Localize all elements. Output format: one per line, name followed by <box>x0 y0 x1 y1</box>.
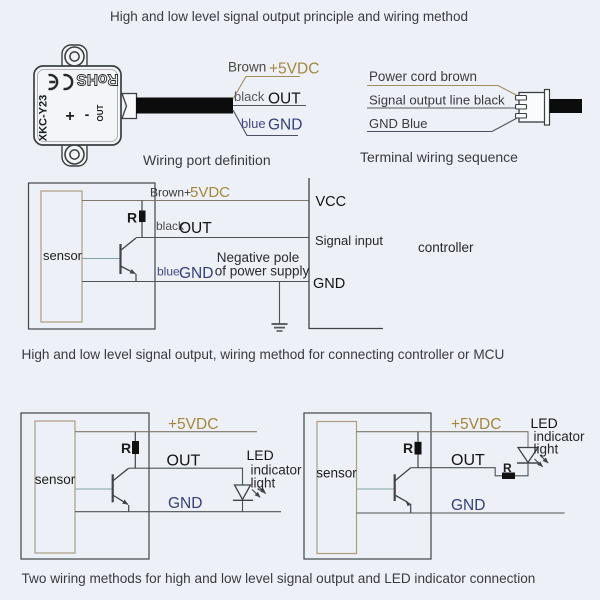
svg-text:R: R <box>121 440 131 456</box>
svg-text:GND Blue: GND Blue <box>369 116 428 131</box>
svg-text:Signal input: Signal input <box>315 233 383 248</box>
svg-text:R: R <box>127 210 137 226</box>
svg-text:of power supply: of power supply <box>215 264 310 279</box>
svg-text:OUT: OUT <box>179 220 212 237</box>
svg-text:Terminal wiring sequence: Terminal wiring sequence <box>360 149 518 165</box>
svg-text:controller: controller <box>418 240 474 255</box>
svg-text:GND: GND <box>168 495 202 512</box>
svg-text:OUT: OUT <box>451 452 485 469</box>
svg-text:Wiring port definition: Wiring port definition <box>143 152 271 168</box>
svg-text:GND: GND <box>268 117 302 134</box>
svg-text:indicator: indicator <box>534 429 586 444</box>
svg-text:Brown: Brown <box>228 60 266 75</box>
svg-text:+: + <box>65 108 74 125</box>
svg-text:OUT: OUT <box>167 453 201 470</box>
svg-text:+5VDC: +5VDC <box>269 61 319 78</box>
svg-text:R: R <box>503 461 512 475</box>
svg-text:black: black <box>156 219 185 233</box>
svg-text:VCC: VCC <box>316 194 347 210</box>
svg-text:XKC-Y23: XKC-Y23 <box>38 95 50 141</box>
svg-text:5VDC: 5VDC <box>190 184 230 201</box>
svg-text:GND: GND <box>313 276 345 292</box>
svg-text:sensor: sensor <box>316 466 357 481</box>
svg-text:Signal output line black: Signal output line black <box>369 93 505 108</box>
svg-text:sensor: sensor <box>43 248 83 263</box>
svg-text:sensor: sensor <box>35 472 76 487</box>
svg-text:R: R <box>403 440 413 456</box>
svg-text:blue: blue <box>157 265 180 279</box>
svg-text:blue: blue <box>241 116 266 131</box>
svg-text:light: light <box>251 476 276 491</box>
svg-text:-: - <box>85 106 90 122</box>
svg-text:High and low level signal outp: High and low level signal output princip… <box>110 9 468 24</box>
svg-text:GND: GND <box>179 265 213 282</box>
svg-text:Power cord brown: Power cord brown <box>369 69 477 84</box>
svg-text:LED: LED <box>531 415 558 431</box>
svg-text:indicator: indicator <box>251 463 303 478</box>
svg-text:GND: GND <box>451 497 485 514</box>
svg-text:black: black <box>234 89 265 104</box>
svg-text:Two wiring methods for high an: Two wiring methods for high and low leve… <box>22 571 536 586</box>
svg-text:RoHS: RoHS <box>76 71 118 88</box>
svg-text:light: light <box>534 442 559 457</box>
svg-text:OUT: OUT <box>268 91 301 108</box>
svg-text:Negative pole: Negative pole <box>217 250 300 265</box>
svg-text:LED: LED <box>247 447 274 463</box>
svg-text:Brown+: Brown+ <box>150 186 191 200</box>
svg-text:OUT: OUT <box>96 104 105 121</box>
svg-text:+5VDC: +5VDC <box>451 416 501 433</box>
svg-text:+5VDC: +5VDC <box>168 416 218 433</box>
svg-text:High and low level signal outp: High and low level signal output, wiring… <box>22 347 505 362</box>
